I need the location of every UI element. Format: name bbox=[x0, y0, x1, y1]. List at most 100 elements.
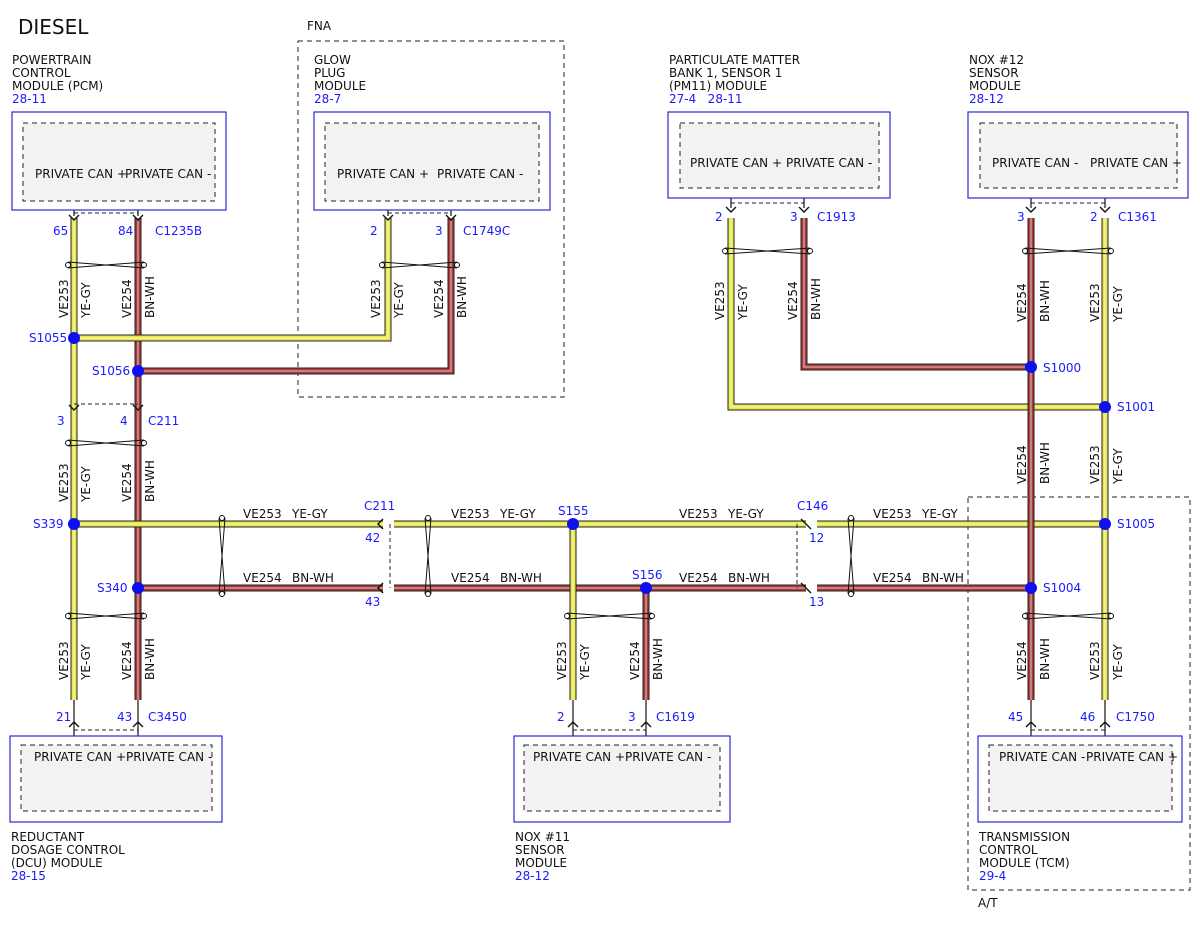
twist-marker-end bbox=[141, 440, 147, 446]
wire-label-circuit: VE253 bbox=[451, 507, 490, 521]
nox12-pin-can-high: PRIVATE CAN + bbox=[1090, 156, 1182, 170]
wire-label-color: BN-WH bbox=[1038, 442, 1052, 484]
c146-pin-b: 13 bbox=[809, 595, 824, 609]
splice-dot bbox=[567, 518, 579, 530]
dcu-pin-can-high: PRIVATE CAN + bbox=[34, 750, 126, 764]
twist-marker-end bbox=[848, 591, 854, 597]
splice-dot bbox=[1099, 401, 1111, 413]
splice-dot bbox=[1025, 582, 1037, 594]
tcm-module[interactable]: PRIVATE CAN - PRIVATE CAN + TRANSMISSION… bbox=[977, 735, 1183, 883]
tcm-inner bbox=[988, 744, 1173, 812]
c1361-name: C1361 bbox=[1118, 210, 1157, 224]
connector-arrow bbox=[132, 404, 144, 411]
wire-label-color: YE-GY bbox=[79, 644, 93, 681]
gpm-name-line3: MODULE bbox=[314, 79, 366, 93]
twist-marker-end bbox=[141, 613, 147, 619]
connector-arrow bbox=[725, 206, 737, 213]
c1749c-name: C1749C bbox=[463, 224, 510, 238]
c146-name: C146 bbox=[797, 499, 828, 513]
pm11-pin-can-low: PRIVATE CAN - bbox=[786, 156, 872, 170]
wire-label-color: BN-WH bbox=[500, 571, 542, 585]
glow-plug-module[interactable]: GLOW PLUG MODULE 28-7 PRIVATE CAN + PRIV… bbox=[313, 53, 551, 211]
twist-marker bbox=[218, 517, 226, 595]
twist-marker-end bbox=[379, 262, 385, 268]
wire-label-circuit: VE253 bbox=[1088, 283, 1102, 322]
connector-labels: 65 84 C1235B 2 3 C1749C 2 3 C1913 3 2 C1… bbox=[53, 210, 1157, 724]
splice-dot bbox=[132, 582, 144, 594]
pcm-ref: 28-11 bbox=[12, 92, 47, 106]
twist-marker-end bbox=[722, 248, 728, 254]
connector-arrow bbox=[68, 214, 80, 221]
connector-arrow bbox=[68, 404, 80, 411]
twist-marker-end bbox=[65, 613, 71, 619]
twist-marker bbox=[566, 612, 653, 620]
connector-arrow bbox=[445, 214, 457, 221]
tcm-pin-can-high: PRIVATE CAN + bbox=[1086, 750, 1178, 764]
nox12-module[interactable]: NOX #12 SENSOR MODULE 28-12 PRIVATE CAN … bbox=[967, 53, 1189, 199]
wire-label-color: BN-WH bbox=[922, 571, 964, 585]
dcu-module[interactable]: PRIVATE CAN + PRIVATE CAN - REDUCTANT DO… bbox=[9, 735, 223, 883]
c211h-pin-a: 42 bbox=[365, 531, 380, 545]
s1056-label: S1056 bbox=[92, 364, 130, 378]
wire-label-color: YE-GY bbox=[736, 284, 750, 321]
c1913-name: C1913 bbox=[817, 210, 856, 224]
nox11-module[interactable]: PRIVATE CAN + PRIVATE CAN - NOX #11 SENS… bbox=[513, 735, 731, 883]
twist-marker-end bbox=[219, 591, 225, 597]
tcm-name-line1: TRANSMISSION bbox=[978, 830, 1070, 844]
wire-label-circuit: VE254 bbox=[120, 279, 134, 318]
pcm-name-line2: CONTROL bbox=[12, 66, 71, 80]
twist-marker bbox=[67, 439, 145, 447]
s340-label: S340 bbox=[97, 581, 128, 595]
s1001-label: S1001 bbox=[1117, 400, 1155, 414]
pcm-module[interactable]: POWERTRAIN CONTROL MODULE (PCM) 28-11 PR… bbox=[11, 53, 227, 211]
s156-label: S156 bbox=[632, 568, 663, 582]
dcu-name-line1: REDUCTANT bbox=[11, 830, 85, 844]
wire-label-color: BN-WH bbox=[1038, 638, 1052, 680]
c211v-pin-a: 3 bbox=[57, 414, 65, 428]
wire-label-color: YE-GY bbox=[291, 507, 328, 521]
wire-label-color: YE-GY bbox=[1111, 448, 1125, 485]
horizontal-wire-labels: VE253 YE-GY VE253 YE-GY VE253 YE-GY VE25… bbox=[243, 507, 964, 585]
nox11-name-line2: SENSOR bbox=[515, 843, 565, 857]
wire-label-color: BN-WH bbox=[143, 460, 157, 502]
s339-label: S339 bbox=[33, 517, 64, 531]
wire-label-color: BN-WH bbox=[728, 571, 770, 585]
vertical-wire-labels: VE253 YE-GY VE254 BN-WH VE253 YE-GY VE25… bbox=[57, 276, 1125, 681]
s155-label: S155 bbox=[558, 504, 589, 518]
nox11-pin-can-high: PRIVATE CAN + bbox=[533, 750, 625, 764]
splice-dot bbox=[640, 582, 652, 594]
gpm-pin-can-low: PRIVATE CAN - bbox=[437, 167, 523, 181]
wire-label-color: YE-GY bbox=[1111, 644, 1125, 681]
pm11-can-low-wire-stripe bbox=[803, 218, 1031, 368]
wire-label-color: YE-GY bbox=[79, 282, 93, 319]
twist-marker bbox=[67, 612, 145, 620]
wire-label-color: YE-GY bbox=[79, 466, 93, 503]
wire-label-circuit: VE253 bbox=[679, 507, 718, 521]
wire-label-circuit: VE254 bbox=[451, 571, 490, 585]
twist-marker bbox=[847, 517, 855, 595]
twist-marker bbox=[724, 247, 811, 255]
twist-marker-end bbox=[564, 613, 570, 619]
wire-label-circuit: VE254 bbox=[1015, 445, 1029, 484]
gpm-name-line2: PLUG bbox=[314, 66, 345, 80]
fna-region bbox=[297, 40, 565, 398]
gpm-pin-can-high: PRIVATE CAN + bbox=[337, 167, 429, 181]
splice-dot bbox=[68, 332, 80, 344]
gpm-name-line1: GLOW bbox=[314, 53, 351, 67]
c1913-pin-b: 3 bbox=[790, 210, 798, 224]
c3450-pin-a: 21 bbox=[56, 710, 71, 724]
pcm-inner bbox=[22, 122, 216, 202]
twist-marker-end bbox=[65, 262, 71, 268]
c211v-pin-b: 4 bbox=[120, 414, 128, 428]
gpm-ref: 28-7 bbox=[314, 92, 341, 106]
gpm-inner bbox=[324, 122, 540, 202]
at-label: A/T bbox=[978, 896, 998, 910]
dcu-name-line3: (DCU) MODULE bbox=[11, 856, 103, 870]
twist-marker-end bbox=[1022, 248, 1028, 254]
wire-label-circuit: VE253 bbox=[1088, 641, 1102, 680]
pm11-module[interactable]: PARTICULATE MATTER BANK 1, SENSOR 1 (PM1… bbox=[667, 53, 891, 199]
twist-marker-end bbox=[1108, 248, 1114, 254]
wire-label-circuit: VE253 bbox=[1088, 445, 1102, 484]
c1361-pin-b: 2 bbox=[1090, 210, 1098, 224]
gpm-can-low-wire-stripe bbox=[138, 218, 452, 372]
